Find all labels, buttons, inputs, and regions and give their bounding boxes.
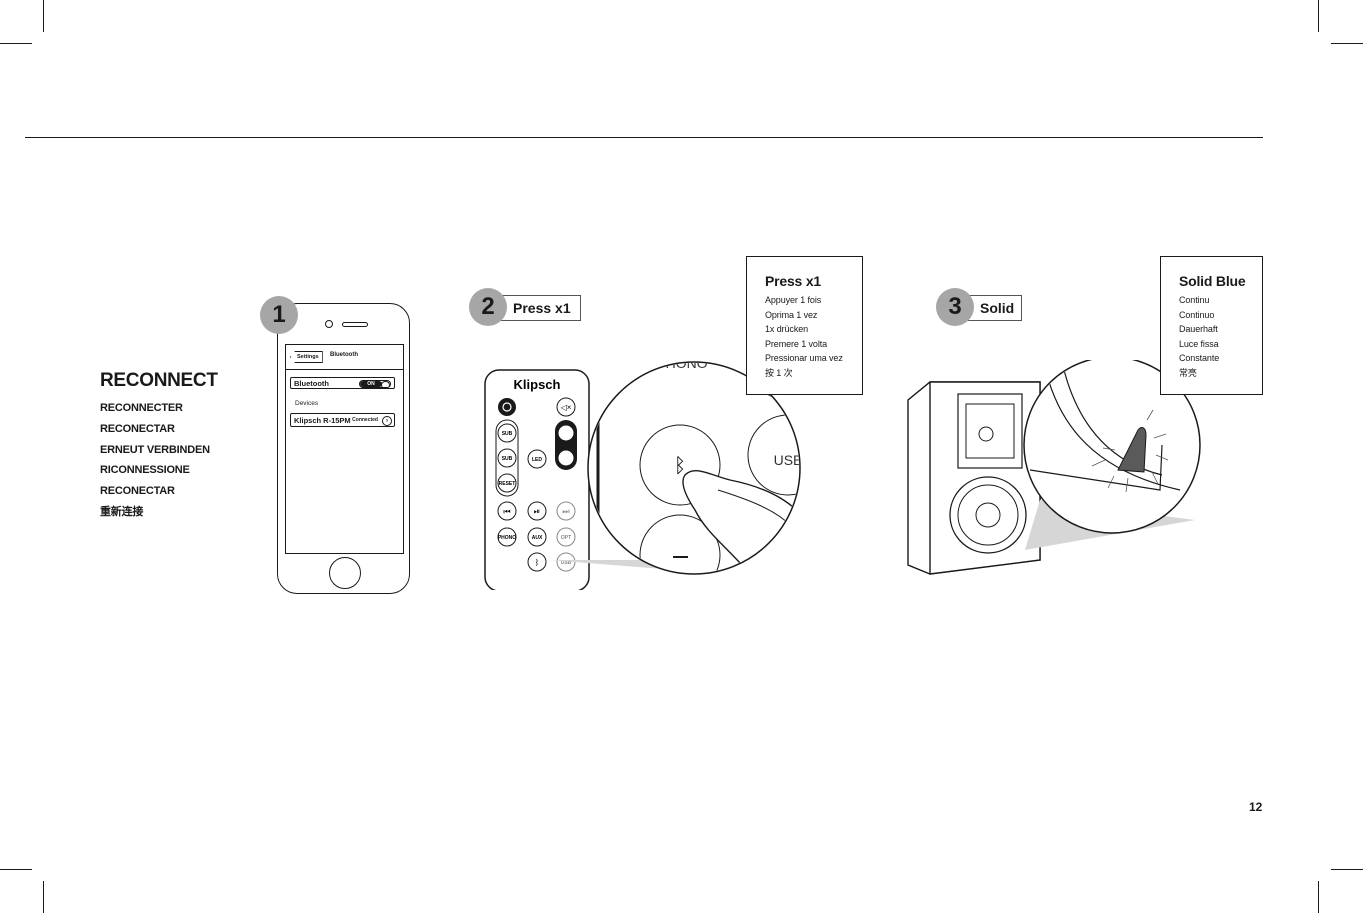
svg-text:⏮: ⏮: [503, 507, 510, 516]
callout-line: Pressionar uma vez: [765, 353, 843, 363]
bluetooth-row-label: Bluetooth: [294, 379, 329, 388]
crop-mark: [0, 869, 32, 870]
zoom-phono-label: PHONO: [656, 355, 707, 371]
previous-icon: [497, 501, 517, 521]
callout-title: Solid Blue: [1179, 273, 1246, 289]
translation-item: ERNEUT VERBINDEN: [100, 443, 210, 456]
callout-line: Constante: [1179, 353, 1220, 363]
devices-heading: Devices: [295, 400, 319, 407]
translation-item: RECONECTAR: [100, 485, 175, 498]
svg-text:⏭: ⏭: [562, 507, 569, 516]
sub-minus-button: SUB: [502, 456, 513, 462]
crop-mark: [1331, 43, 1363, 44]
callout-line: Premere 1 volta: [765, 338, 828, 349]
callout-line: Dauerhaft: [1179, 324, 1218, 334]
callout-title: Press x1: [765, 273, 822, 289]
remote-brand: Klipsch: [514, 377, 561, 392]
aux-button: AUX: [532, 535, 543, 541]
callout-line: Appuyer 1 fois: [765, 295, 822, 305]
speaker-grille: [342, 322, 368, 327]
callout-line: 常亮: [1179, 367, 1197, 378]
svg-text:◁×: ◁×: [561, 403, 572, 412]
mute-icon: [556, 397, 576, 417]
callout-line: Continuo: [1179, 309, 1215, 320]
callout-line: 按 1 次: [765, 367, 793, 378]
bluetooth-icon: [527, 552, 547, 572]
bluetooth-toggle[interactable]: ON: [359, 379, 391, 388]
screen-title: Bluetooth: [330, 352, 358, 358]
reset-button: RESET: [499, 481, 516, 487]
press-callout: Press x1 Appuyer 1 fois Oprima 1 vez 1x …: [746, 256, 863, 395]
device-name: Klipsch R-15PM: [294, 416, 351, 425]
back-button[interactable]: Settings: [290, 351, 323, 363]
callout-line: 1x drücken: [765, 324, 809, 334]
phone-illustration: Settings Bluetooth Bluetooth ON Devices …: [277, 303, 410, 594]
next-icon: [556, 501, 576, 521]
callout-line: Luce fissa: [1179, 338, 1219, 349]
device-status: Connected: [352, 417, 378, 423]
solid-callout: Solid Blue Continu Continuo Dauerhaft Lu…: [1160, 256, 1263, 395]
volume-up-icon: [557, 424, 575, 442]
svg-text:ᛒ: ᛒ: [674, 455, 686, 477]
toggle-state: ON: [360, 380, 382, 387]
svg-text:ᛒ: ᛒ: [535, 558, 540, 567]
crop-mark: [1318, 0, 1319, 32]
chevron-right-icon: ›: [382, 416, 392, 426]
crop-mark: [43, 0, 44, 32]
crop-mark: [1331, 869, 1363, 870]
sub-plus-button: SUB: [502, 431, 513, 437]
led-indicator: [1117, 427, 1147, 473]
translation-list: RECONNECTER RECONECTAR ERNEUT VERBINDEN …: [100, 398, 210, 523]
page-number: 12: [1249, 800, 1263, 814]
play-pause-icon: [527, 501, 547, 521]
phone-screen: Settings Bluetooth Bluetooth ON Devices …: [285, 344, 404, 554]
bluetooth-toggle-row[interactable]: Bluetooth ON: [290, 377, 395, 389]
led-button: LED: [532, 457, 542, 463]
callout-translations: Continu Continuo Dauerhaft Luce fissa Co…: [1179, 293, 1252, 380]
callout-line: Continu: [1179, 295, 1210, 305]
section-title: RECONNECT: [100, 370, 218, 391]
speaker-illustration: [907, 360, 1201, 575]
translation-item: RECONECTAR: [100, 422, 175, 435]
translation-item: 重新连接: [100, 505, 144, 518]
usb-button: USB: [561, 560, 572, 566]
screen-nav-bar: Settings Bluetooth: [286, 345, 403, 370]
callout-line: Oprima 1 vez: [765, 309, 818, 320]
camera-icon: [325, 320, 333, 328]
device-row[interactable]: Klipsch R-15PM Connected ›: [290, 413, 395, 427]
crop-mark: [43, 881, 44, 913]
home-button: [329, 557, 361, 589]
svg-text:⏯: ⏯: [534, 507, 540, 516]
step-number: 3: [936, 288, 974, 326]
zoom-usb-label: USB: [774, 452, 803, 468]
header-rule: [25, 137, 1263, 138]
tweeter: [978, 426, 994, 442]
callout-translations: Appuyer 1 fois Oprima 1 vez 1x drücken P…: [765, 293, 852, 380]
volume-down-icon: [557, 449, 575, 467]
crop-mark: [1318, 881, 1319, 913]
phono-button: PHONO: [498, 535, 516, 541]
step-number: 1: [260, 296, 298, 334]
power-icon: [498, 398, 516, 416]
toggle-knob: [381, 380, 390, 387]
opt-button: OPT: [561, 535, 571, 541]
translation-item: RECONNECTER: [100, 402, 183, 414]
crop-mark: [0, 43, 32, 44]
translation-item: RICONNESSIONE: [100, 464, 190, 477]
step-number: 2: [469, 288, 507, 326]
